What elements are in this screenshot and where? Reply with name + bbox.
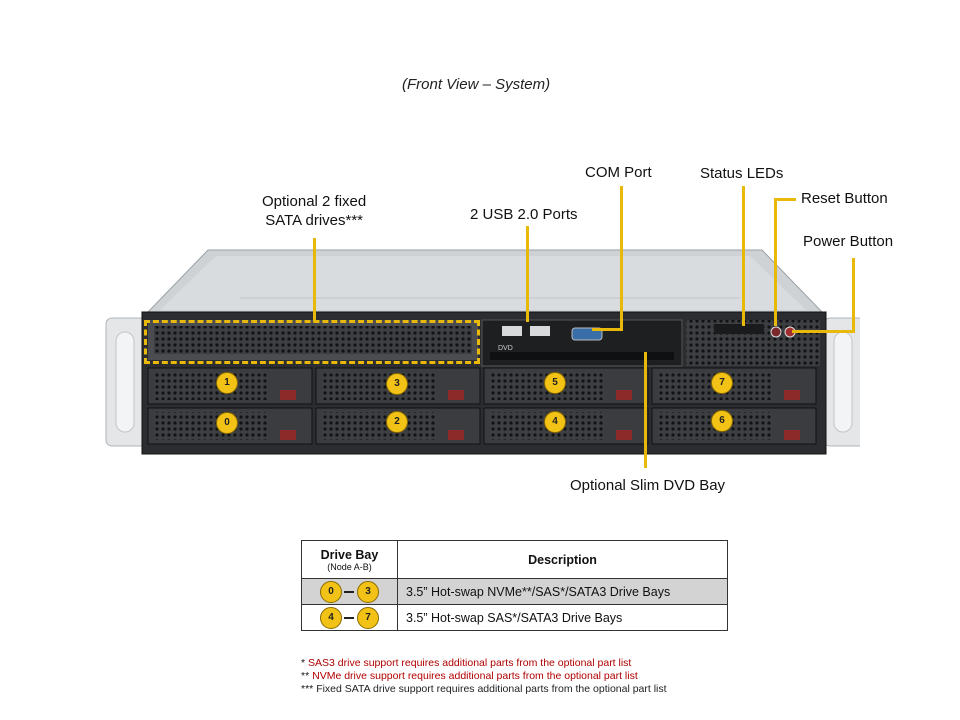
dvd-logo: DVD [498, 345, 513, 352]
header-drive-bay-sub: (Node A-B) [327, 561, 372, 572]
drive-bay-badge: 3 [386, 373, 408, 395]
bay-range-cell: 0 3 [301, 578, 398, 605]
table-row: 4 7 3.5” Hot-swap SAS*/SATA3 Drive Bays [301, 604, 728, 631]
footnote: ** NVMe drive support requires additiona… [301, 670, 667, 683]
leader-line-reset-h [774, 198, 796, 201]
callout-power-button: Power Button [803, 233, 894, 250]
bay-range-from-badge: 4 [320, 607, 342, 629]
table-header-row: Drive Bay (Node A-B) Description [301, 540, 728, 579]
range-dash [344, 617, 354, 619]
fixed-sata-highlight [144, 320, 480, 364]
bay-range-to-badge: 3 [357, 581, 379, 603]
bay-range-to-badge: 7 [357, 607, 379, 629]
callout-reset-button: Reset Button [801, 190, 888, 207]
leader-line-com [620, 186, 623, 330]
leader-line-dvd [644, 352, 647, 468]
drive-bay-badge: 0 [216, 412, 238, 434]
leader-line-sata [313, 238, 316, 322]
callout-fixed-sata: Optional 2 fixed SATA drives*** [262, 192, 366, 230]
table-row: 0 3 3.5” Hot-swap NVMe**/SAS*/SATA3 Driv… [301, 578, 728, 605]
drive-bay-table: Drive Bay (Node A-B) Description 0 3 3.5… [301, 540, 728, 631]
footnote-text: SAS3 drive support requires additional p… [308, 657, 632, 669]
leader-line-status [742, 186, 745, 326]
bay-range-cell: 4 7 [301, 604, 398, 631]
callout-status-leds: Status LEDs [700, 165, 784, 182]
callout-com-port: COM Port [585, 164, 652, 181]
drive-bay-badge: 5 [544, 372, 566, 394]
drive-release-latch[interactable] [448, 390, 464, 400]
drive-release-latch[interactable] [784, 430, 800, 440]
drive-release-latch[interactable] [616, 390, 632, 400]
drive-tray[interactable] [483, 407, 649, 445]
drive-release-latch[interactable] [280, 390, 296, 400]
drive-release-latch[interactable] [280, 430, 296, 440]
leader-line-power [852, 258, 855, 332]
drive-bay-badge: 2 [386, 411, 408, 433]
figure-caption: (Front View – System) [402, 76, 551, 93]
bay-range-from-badge: 0 [320, 581, 342, 603]
footnote-mark: ** [301, 670, 310, 682]
footnotes: * SAS3 drive support requires additional… [301, 657, 667, 696]
drive-tray[interactable] [483, 367, 649, 405]
footnote-text: NVMe drive support requires additional p… [312, 670, 638, 682]
leader-line-com-h [592, 328, 623, 331]
footnote: *** Fixed SATA drive support requires ad… [301, 683, 667, 696]
footnote-mark: * [301, 657, 306, 669]
callout-usb-ports: 2 USB 2.0 Ports [470, 206, 578, 223]
bay-description: 3.5” Hot-swap SAS*/SATA3 Drive Bays [397, 604, 728, 631]
header-drive-bay-title: Drive Bay [320, 547, 379, 562]
callout-fixed-sata-line2: SATA drives*** [265, 212, 364, 229]
header-description: Description [397, 540, 728, 579]
drive-tray[interactable] [651, 367, 817, 405]
drive-bay-badge: 4 [544, 411, 566, 433]
drive-bay-badge: 1 [216, 372, 238, 394]
bay-description: 3.5” Hot-swap NVMe**/SAS*/SATA3 Drive Ba… [397, 578, 728, 605]
drive-bay-badge: 6 [711, 410, 733, 432]
drive-release-latch[interactable] [616, 430, 632, 440]
callout-fixed-sata-line1: Optional 2 fixed [262, 193, 367, 210]
header-drive-bay: Drive Bay (Node A-B) [301, 540, 398, 579]
server-chassis-illustration: DVD [105, 249, 860, 455]
drive-bay-badge: 7 [711, 372, 733, 394]
drive-tray[interactable] [651, 407, 817, 445]
footnote: * SAS3 drive support requires additional… [301, 657, 667, 670]
drive-release-latch[interactable] [784, 390, 800, 400]
footnote-text: Fixed SATA drive support requires additi… [316, 683, 667, 695]
drive-release-latch[interactable] [448, 430, 464, 440]
leader-line-power-h [792, 330, 855, 333]
callout-dvd-bay: Optional Slim DVD Bay [570, 477, 726, 494]
leader-line-usb [526, 226, 529, 322]
range-dash [344, 591, 354, 593]
leader-line-reset [774, 198, 777, 326]
footnote-mark: *** [301, 683, 314, 695]
